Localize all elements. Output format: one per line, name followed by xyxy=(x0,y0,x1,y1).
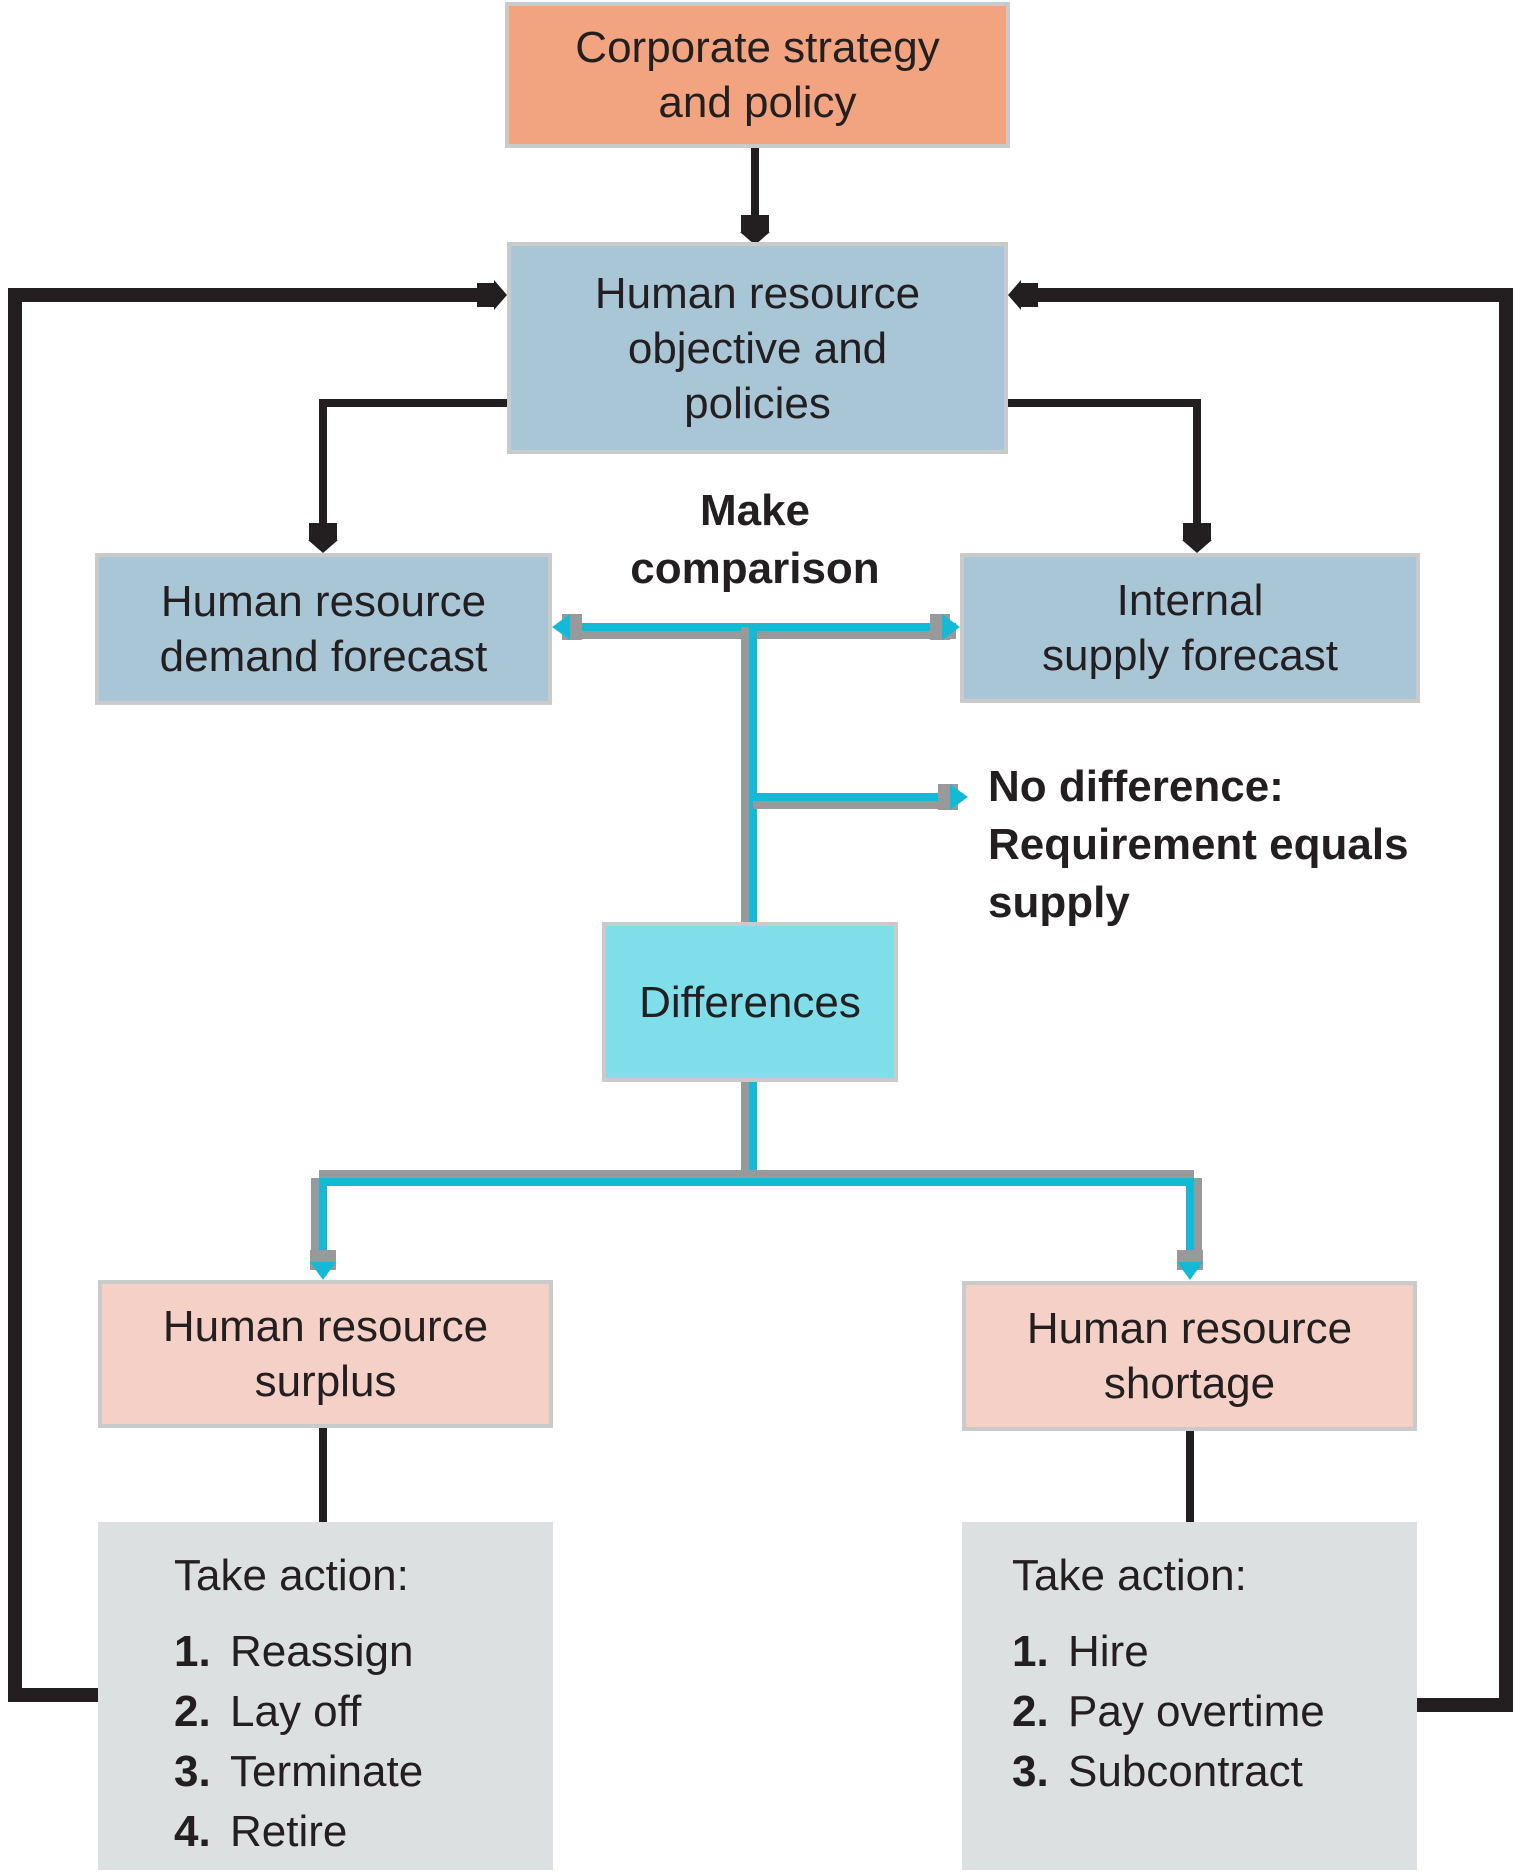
box-label-line: Internal xyxy=(1116,576,1264,625)
line-corporate-to-objective xyxy=(751,145,759,223)
list-item: 3. Subcontract xyxy=(1012,1742,1417,1802)
take-action-title: Take action: xyxy=(174,1551,409,1600)
line-shortage-to-action xyxy=(1186,1430,1194,1524)
list-item-label: Lay off xyxy=(230,1687,362,1736)
list-item: 2. Lay off xyxy=(174,1682,553,1742)
list-item-number: 3. xyxy=(174,1747,211,1796)
arrowhead-into-objective-right xyxy=(1008,280,1038,310)
feedback-right-top xyxy=(1033,288,1513,302)
box-label-line: Corporate strategy xyxy=(575,23,940,72)
box-label-line: surplus xyxy=(254,1357,397,1406)
feedback-right-bottom xyxy=(1417,1698,1513,1712)
list-item: 2. Pay overtime xyxy=(1012,1682,1417,1742)
box-label-line: policies xyxy=(684,378,831,428)
list-item-number: 4. xyxy=(174,1807,211,1856)
box-label-line: Human resource xyxy=(162,1302,489,1351)
line-surplus-to-action xyxy=(319,1428,327,1524)
split-right-drop xyxy=(1186,1178,1194,1254)
make-comparison-label: Make comparison xyxy=(560,482,950,598)
feedback-left-top xyxy=(8,288,478,302)
no-difference-label: No difference: Requirement equals supply xyxy=(988,758,1468,932)
list-item-number: 2. xyxy=(1012,1687,1049,1736)
arrowhead-into-objective-left xyxy=(477,280,507,310)
box-take-action-surplus: Take action: 1. Reassign 2. Lay off 3. Term… xyxy=(98,1522,553,1870)
line-objective-to-supply-vertical xyxy=(1193,399,1201,529)
box-differences: Differences xyxy=(602,922,898,1082)
split-left-drop xyxy=(319,1178,327,1254)
box-hr-shortage: Human resource shortage xyxy=(962,1281,1417,1431)
cyan-arrowhead-into-shortage xyxy=(1176,1250,1204,1280)
box-label-line: Human resource xyxy=(594,268,921,318)
cyan-arrowhead-no-difference xyxy=(938,783,968,811)
arrowhead-into-demand xyxy=(308,523,338,553)
feedback-left-bottom xyxy=(8,1688,100,1702)
list-item-number: 1. xyxy=(1012,1627,1049,1676)
line-objective-to-supply-horizontal xyxy=(1004,399,1201,407)
list-item-number: 2. xyxy=(174,1687,211,1736)
list-item: 4. Retire xyxy=(174,1802,553,1862)
annotation-line: No difference: xyxy=(988,762,1284,811)
cyan-arrowhead-into-demand xyxy=(552,613,582,641)
box-take-action-shortage: Take action: 1. Hire 2. Pay overtime 3. Sub… xyxy=(962,1522,1417,1870)
comparison-line xyxy=(576,623,956,631)
annotation-line: comparison xyxy=(630,544,880,593)
box-label-line: supply forecast xyxy=(1042,631,1338,680)
feedback-right-vertical xyxy=(1499,288,1513,1712)
annotation-line: supply xyxy=(988,878,1130,927)
list-item-label: Pay overtime xyxy=(1068,1687,1325,1736)
box-label-line: shortage xyxy=(1103,1359,1276,1408)
list-item-label: Subcontract xyxy=(1068,1747,1303,1796)
box-label-line: objective and xyxy=(627,323,888,373)
list-item-label: Hire xyxy=(1068,1627,1149,1676)
arrowhead-into-supply xyxy=(1182,523,1212,553)
split-line xyxy=(319,1178,1194,1186)
line-objective-to-demand-horizontal xyxy=(319,399,511,407)
box-label-line: Differences xyxy=(639,977,861,1027)
list-item-number: 1. xyxy=(174,1627,211,1676)
box-label-line: Human resource xyxy=(160,577,487,626)
no-difference-branch-line xyxy=(753,793,943,801)
box-label-line: demand forecast xyxy=(159,632,488,681)
box-demand-forecast: Human resource demand forecast xyxy=(95,553,552,705)
line-objective-to-demand-vertical xyxy=(319,399,327,529)
box-label-line: and policy xyxy=(658,78,857,127)
cyan-arrowhead-into-surplus xyxy=(309,1250,337,1280)
annotation-line: Make xyxy=(699,486,811,535)
list-item: 3. Terminate xyxy=(174,1742,553,1802)
comparison-drop-line xyxy=(749,627,757,922)
take-action-title: Take action: xyxy=(1012,1551,1247,1600)
box-supply-forecast: Internal supply forecast xyxy=(960,553,1420,703)
annotation-line: Requirement equals xyxy=(988,820,1409,869)
list-item-label: Reassign xyxy=(230,1627,414,1676)
box-hr-objective: Human resource objective and policies xyxy=(507,242,1008,454)
arrowhead-into-objective-top xyxy=(740,215,770,245)
differences-drop-line xyxy=(749,1082,757,1182)
list-item: 1. Reassign xyxy=(174,1622,553,1682)
box-label-line: Human resource xyxy=(1026,1304,1353,1353)
box-corporate-strategy: Corporate strategy and policy xyxy=(505,2,1010,148)
feedback-left-vertical xyxy=(8,288,22,1702)
list-item-number: 3. xyxy=(1012,1747,1049,1796)
list-item: 1. Hire xyxy=(1012,1622,1417,1682)
list-item-label: Retire xyxy=(230,1807,348,1856)
cyan-arrowhead-into-supply xyxy=(930,613,960,641)
box-hr-surplus: Human resource surplus xyxy=(98,1280,553,1428)
list-item-label: Terminate xyxy=(230,1747,424,1796)
